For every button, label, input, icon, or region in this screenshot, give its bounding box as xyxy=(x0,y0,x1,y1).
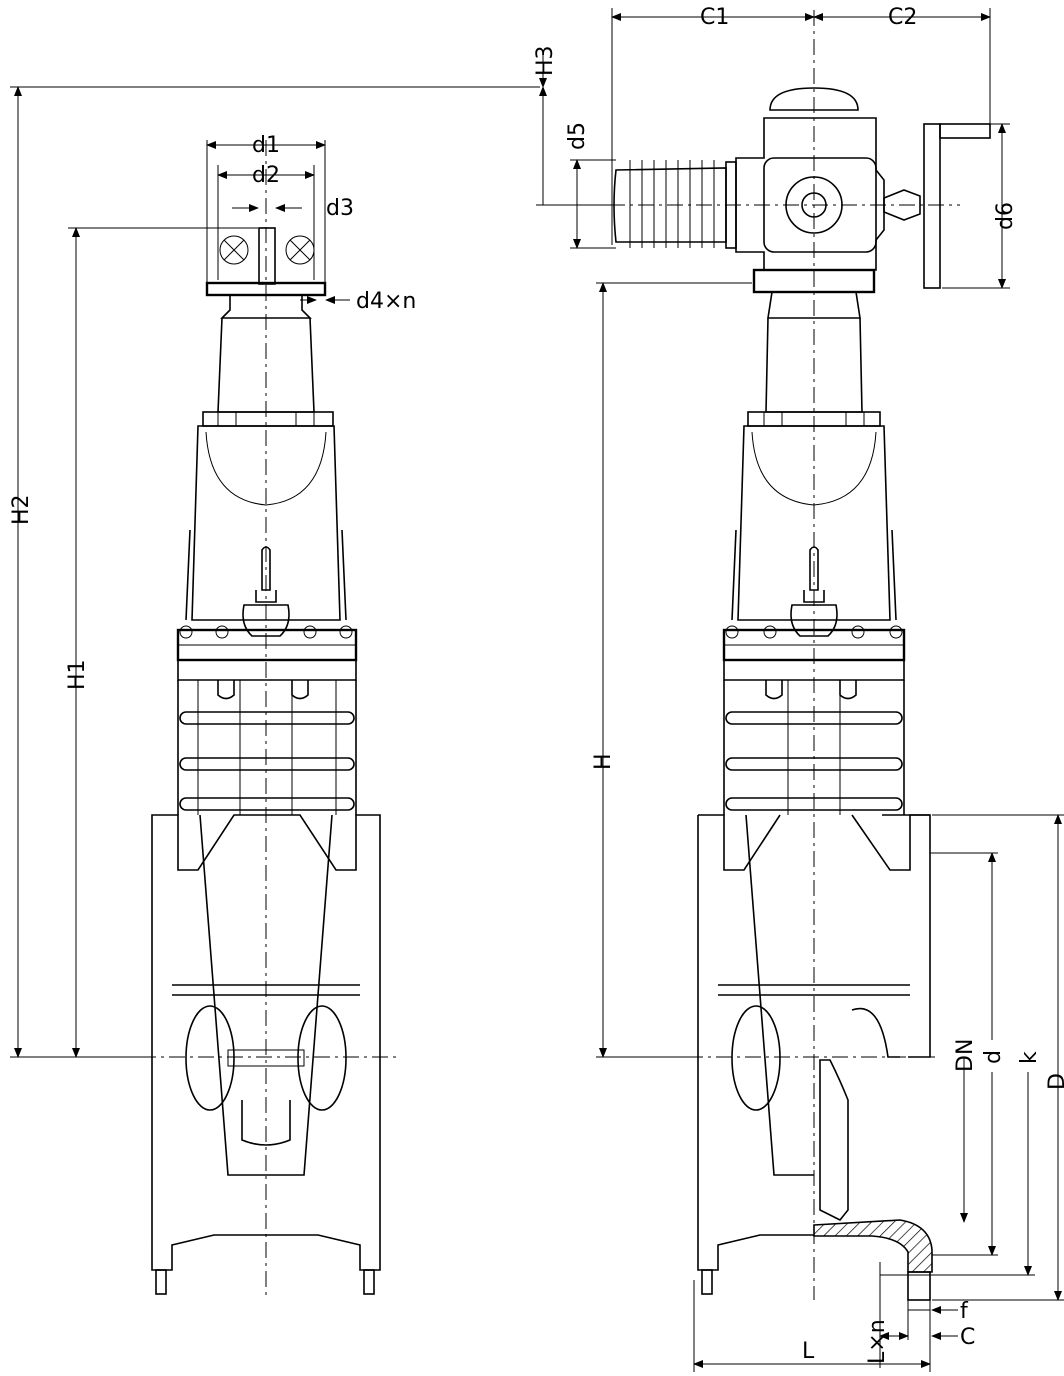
right-bonnet-neck xyxy=(731,291,897,621)
lower-body xyxy=(151,814,381,1295)
bonnet-neck xyxy=(185,317,347,621)
dimension-lxn: L×n xyxy=(865,1262,909,1368)
ribbed-body xyxy=(177,680,357,815)
stem-nut xyxy=(242,546,290,637)
label-c: C xyxy=(960,1325,975,1350)
dimension-D: D xyxy=(932,814,1064,1301)
body-flange xyxy=(176,625,358,700)
label-d5: d5 xyxy=(565,122,590,150)
label-l: L xyxy=(802,1339,815,1364)
label-d6: d6 xyxy=(993,202,1018,230)
dimension-d2: d2 xyxy=(217,163,315,280)
label-lxn: L×n xyxy=(865,1319,890,1364)
dimension-d6: d6 xyxy=(942,123,1018,289)
right-stem-nut xyxy=(790,546,838,637)
dimension-d1: d1 xyxy=(206,133,326,283)
right-body-flange xyxy=(722,625,906,815)
right-lower-body xyxy=(697,814,933,1301)
dimension-d5: d5 xyxy=(565,122,616,249)
dimension-d4xn: d4×n xyxy=(300,289,416,314)
label-d: d xyxy=(981,1050,1006,1064)
dimension-c1: C1 xyxy=(611,5,815,245)
stem-cap xyxy=(205,227,327,319)
dimension-d: d xyxy=(930,852,1006,1256)
right-valve-view: C1 C2 H3 d5 d6 xyxy=(533,5,1064,1372)
label-d1: d1 xyxy=(252,133,280,158)
dimension-dn: DN xyxy=(953,1039,978,1223)
dimension-d3: d3 xyxy=(232,196,354,221)
label-k: k xyxy=(1017,1051,1042,1064)
dimension-l: L xyxy=(693,1280,931,1372)
label-h2: H2 xyxy=(9,494,34,525)
dimension-c2: C2 xyxy=(813,5,991,130)
label-f: f xyxy=(960,1299,969,1324)
left-valve-view: d1 d2 d3 d4×n H1 H xyxy=(9,86,540,1300)
label-D: D xyxy=(1045,1073,1064,1090)
label-dn: DN xyxy=(953,1039,978,1072)
label-c2: C2 xyxy=(888,5,917,30)
gearbox-actuator xyxy=(613,87,991,294)
dimension-f: f xyxy=(908,1299,969,1324)
dimension-h2: H2 xyxy=(9,86,540,1058)
label-d4xn: d4×n xyxy=(356,289,416,314)
dimension-c: C xyxy=(931,1325,975,1350)
label-d2: d2 xyxy=(252,163,280,188)
dimension-h: H xyxy=(591,282,752,1058)
dimension-k: k xyxy=(880,1051,1042,1276)
dimension-h1: H1 xyxy=(65,227,258,1058)
label-d3: d3 xyxy=(326,196,354,221)
label-h: H xyxy=(591,753,616,770)
label-h3: H3 xyxy=(533,45,558,76)
label-h1: H1 xyxy=(65,659,90,690)
label-c1: C1 xyxy=(700,5,729,30)
